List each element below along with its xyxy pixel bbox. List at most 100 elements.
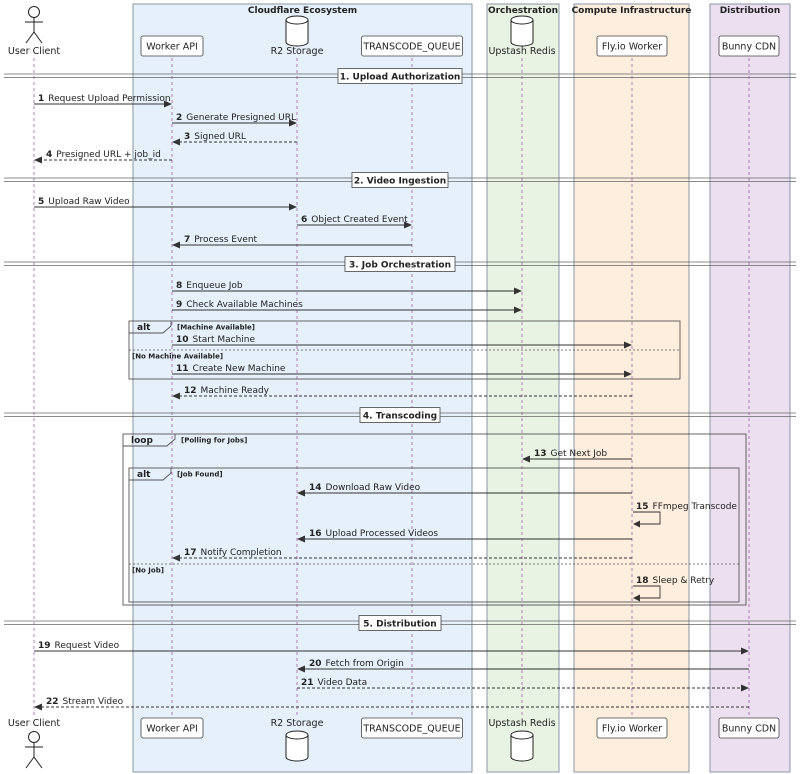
group-compute: Compute Infrastructure [572,3,691,773]
section-divider: 1. Upload Authorization [4,68,796,84]
participant-box [718,717,780,739]
database-body [510,735,534,762]
arrow-head [741,647,749,655]
arrow-head [172,554,180,562]
group-title: Distribution [720,6,781,16]
message-text: Request Video [55,641,120,651]
message-text: Generate Presigned URL [186,113,296,123]
participant-box [596,717,668,739]
participant-label: Worker API [146,42,198,53]
message-number: 5 [38,197,44,207]
participant-r2-top: R2 Storage [271,15,324,57]
participant-queue-bottom: TRANSCODE_QUEUE [361,717,463,739]
fragment-guard: [Polling for Jobs] [181,437,247,445]
participant-label: User Client [8,718,60,729]
divider-label-box [359,407,441,423]
section-divider: 3. Job Orchestration [4,256,796,272]
arrow-head [624,370,632,378]
fragment-alt: alt[Machine Available][No Machine Availa… [128,320,681,380]
fragment-guard: [Machine Available] [177,324,255,332]
message-label: 19 Request Video [38,641,120,651]
message-label: 2 Generate Presigned URL [176,113,296,123]
arrow-head [172,241,180,249]
message-number: 6 [301,215,307,225]
arrow-head [289,119,297,127]
arrow-head [297,489,305,497]
divider-label: 5. Distribution [363,620,436,630]
message-number: 4 [46,150,52,160]
participant-label: TRANSCODE_QUEUE [362,42,460,53]
message-number: 2 [176,113,182,123]
participant-label: TRANSCODE_QUEUE [362,724,460,735]
arrow-head [514,287,522,295]
database-body [285,735,309,762]
arrow-head [741,684,749,692]
self-arrow-line [633,585,661,599]
participant-box [361,35,463,57]
fragment-alt: alt[Job Found][No Job] [128,467,740,603]
participant-label: R2 Storage [271,718,324,729]
section-divider: 2. Video Ingestion [4,172,796,188]
message-number: 12 [184,386,197,396]
message-text: Object Created Event [311,215,408,225]
participant-label: Fly.io Worker [602,724,662,735]
group-box [573,3,690,773]
fragment-frame [128,467,740,603]
arrow-head [172,138,180,146]
message-number: 7 [184,235,190,245]
fragment-frame [122,433,747,606]
participant-redis-bottom: Upstash Redis [488,718,556,762]
message-number: 3 [184,132,190,142]
fragment-tab [123,434,176,447]
arrow-head [633,520,640,528]
database-body [510,20,534,47]
message-number: 15 [636,502,649,512]
divider-label-box [358,615,442,631]
fragment-keyword: alt [137,323,151,333]
arrow-head [34,703,42,711]
participant-cdn-bottom: Bunny CDN [718,717,780,739]
message-text: Start Machine [193,335,256,345]
fragment-guard: [Job Found] [177,471,223,479]
database-top [285,730,309,740]
group-box [486,3,560,773]
message-text: Enqueue Job [186,281,243,291]
message-number: 11 [176,364,189,374]
participant-box [140,35,204,57]
participant-worker-top: Worker API [140,35,204,57]
group-box [709,3,791,773]
message-number: 13 [534,449,547,459]
message-text: Machine Ready [201,386,270,396]
participant-fly-top: Fly.io Worker [596,35,668,57]
participant-fly-bottom: Fly.io Worker [596,717,668,739]
participant-user-bottom: User Client [8,718,60,769]
participant-box [596,35,668,57]
group-orch: Orchestration [486,3,560,773]
fragment-guard: [No Job] [132,567,164,575]
message-number: 17 [184,548,197,558]
message-text: Sleep & Retry [653,576,715,586]
divider-label: 4. Transcoding [363,412,437,422]
participant-redis-top: Upstash Redis [488,15,556,57]
message-number: 19 [38,641,51,651]
